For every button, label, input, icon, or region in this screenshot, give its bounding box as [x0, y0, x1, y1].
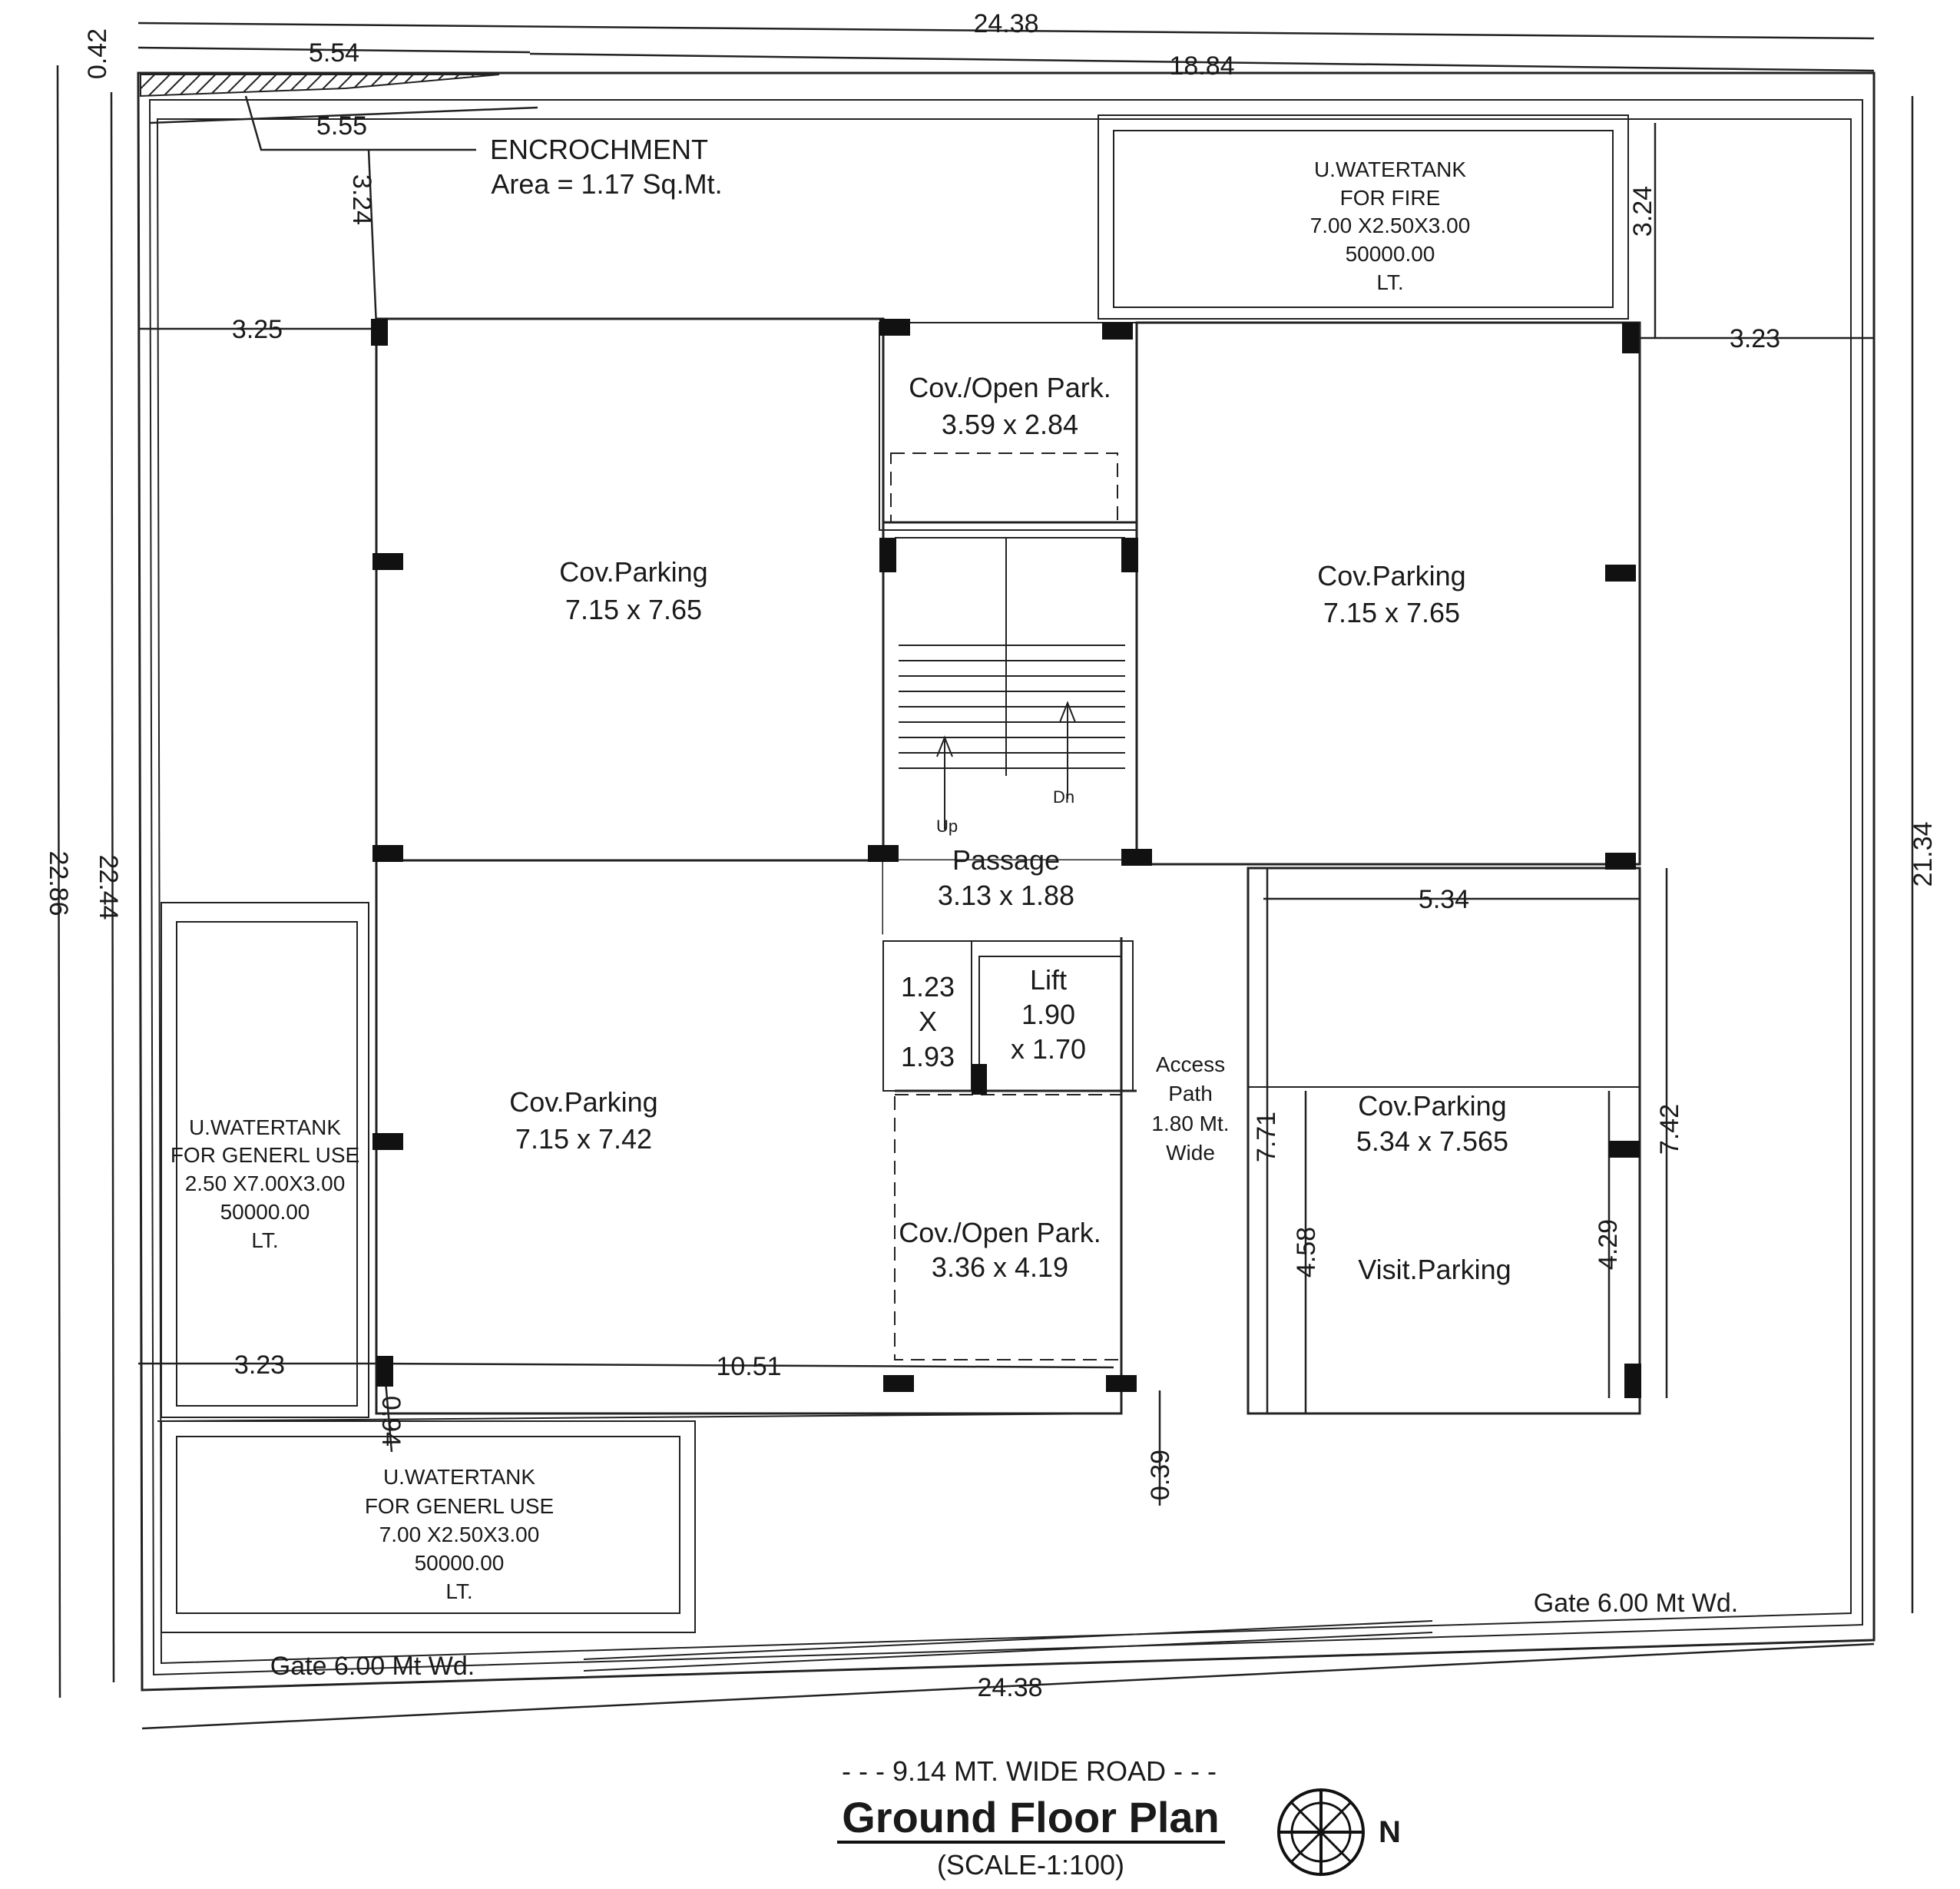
compass-icon	[1277, 1788, 1365, 1876]
gate-right: Gate 6.00 Mt Wd.	[1534, 1589, 1738, 1618]
tank-fire	[1098, 114, 1629, 320]
open-bottom-size: 3.36 x 4.19	[932, 1251, 1068, 1283]
dim-setback-left-bottom: 3.23	[234, 1350, 285, 1380]
open-top-name: Cov./Open Park.	[909, 372, 1111, 403]
drawing-scale: (SCALE-1:100)	[937, 1849, 1124, 1881]
visit-name: Visit.Parking	[1358, 1254, 1511, 1285]
drawing-title: Ground Floor Plan	[842, 1793, 1220, 1841]
stair-dn: Dn	[1053, 787, 1074, 807]
dim-visit-height: 7.42	[1655, 1104, 1684, 1155]
tank-bottom-l4: 50000.00	[415, 1551, 505, 1575]
dim-top-total: 24.38	[973, 9, 1038, 38]
lift-name: Lift	[1030, 964, 1067, 996]
dim-visit-b: 4.29	[1594, 1219, 1623, 1270]
dim-visit-width: 5.34	[1419, 885, 1469, 914]
dim-inner-bottom: 10.51	[716, 1352, 781, 1381]
dim-left-inner: 22.44	[94, 854, 123, 920]
tank-left	[161, 902, 369, 1418]
park-bl-size: 7.15 x 7.42	[515, 1123, 652, 1155]
room-labels: ENCROCHMENT Area = 1.17 Sq.Mt. U.WATERTA…	[171, 134, 1738, 1681]
dimension-lines	[56, 22, 1914, 1730]
bottom-setback	[157, 1413, 1433, 1672]
dim-bottom-total: 24.38	[977, 1673, 1042, 1702]
dim-top-small: 0.42	[83, 28, 112, 79]
tank-bottom-l1: U.WATERTANK	[383, 1465, 535, 1489]
tank-left-l1: U.WATERTANK	[189, 1115, 341, 1139]
tank-fire-l4: 50000.00	[1346, 242, 1435, 266]
park-tl-size: 7.15 x 7.65	[565, 594, 702, 625]
tank-bottom-l2: FOR GENERL USE	[365, 1494, 554, 1518]
duct-l2: X	[919, 1006, 937, 1037]
lift-block	[882, 860, 1137, 1360]
access-l1: Access	[1156, 1052, 1225, 1076]
gate-left: Gate 6.00 Mt Wd.	[270, 1652, 475, 1681]
park-tl-name: Cov.Parking	[559, 556, 707, 588]
passage-size: 3.13 x 1.88	[938, 880, 1074, 911]
park-bl-name: Cov.Parking	[509, 1086, 657, 1118]
dim-setback-top-left: 3.24	[347, 174, 376, 225]
stair-up: Up	[936, 817, 958, 836]
open-bottom-name: Cov./Open Park.	[899, 1217, 1101, 1248]
dim-top-left: 5.54	[309, 38, 359, 68]
dim-visit-a: 4.58	[1292, 1227, 1321, 1278]
north-label: N	[1379, 1815, 1401, 1849]
dimension-labels: 24.38 18.84 5.54 0.42 5.55 3.24 3.24 3.2…	[44, 9, 1938, 1702]
tank-fire-l2: FOR FIRE	[1340, 186, 1441, 210]
tank-bottom	[161, 1420, 696, 1633]
parking-top-left	[375, 317, 885, 862]
park-br-size: 5.34 x 7.565	[1356, 1125, 1508, 1157]
park-tr-name: Cov.Parking	[1317, 560, 1465, 592]
access-l3: 1.80 Mt.	[1151, 1112, 1229, 1135]
duct-l1: 1.23	[901, 971, 955, 1002]
encroachment-area: Area = 1.17 Sq.Mt.	[491, 168, 722, 200]
plot-boundary	[137, 71, 1876, 1692]
dim-right-outer: 21.34	[1909, 821, 1938, 887]
tank-fire-l3: 7.00 X2.50X3.00	[1310, 214, 1471, 237]
dim-bottom-gap: 0.39	[1146, 1450, 1175, 1500]
park-tr-size: 7.15 x 7.65	[1323, 597, 1460, 628]
dim-encroach-width: 5.55	[316, 111, 367, 141]
parking-bottom-left	[375, 859, 1123, 1415]
title-block: - - - 9.14 MT. WIDE ROAD - - - Ground Fl…	[842, 1755, 1401, 1881]
dim-top-right: 18.84	[1169, 51, 1234, 81]
stair-core	[882, 521, 1138, 862]
open-top-size: 3.59 x 2.84	[942, 409, 1078, 440]
dim-setback-left-top: 3.25	[232, 315, 283, 344]
tank-bottom-l3: 7.00 X2.50X3.00	[379, 1523, 540, 1546]
park-br-name: Cov.Parking	[1358, 1090, 1506, 1122]
encroachment-title: ENCROCHMENT	[490, 134, 708, 165]
duct-l3: 1.93	[901, 1041, 955, 1072]
stair-treads	[899, 645, 1125, 769]
tank-left-l4: 50000.00	[220, 1200, 310, 1224]
tank-left-l3: 2.50 X7.00X3.00	[185, 1172, 346, 1195]
lift-l3: x 1.70	[1011, 1033, 1086, 1065]
tank-left-l5: LT.	[251, 1228, 278, 1252]
access-l2: Path	[1168, 1082, 1213, 1105]
access-l4: Wide	[1166, 1141, 1215, 1165]
lift-l2: 1.90	[1021, 999, 1075, 1030]
encroachment-strip	[140, 74, 500, 151]
passage-name: Passage	[952, 844, 1060, 876]
columns	[371, 319, 1641, 1398]
dim-visit-inner-h: 7.71	[1252, 1112, 1281, 1162]
dim-setback-bottom-small: 0.94	[376, 1396, 406, 1447]
tank-fire-l5: LT.	[1376, 270, 1403, 294]
dim-setback-top-right: 3.24	[1628, 186, 1657, 237]
tank-bottom-l5: LT.	[445, 1579, 472, 1603]
parking-top-right	[1135, 321, 1641, 866]
dim-setback-right-top: 3.23	[1730, 324, 1780, 353]
tank-fire-l1: U.WATERTANK	[1314, 157, 1466, 181]
road-label: - - - 9.14 MT. WIDE ROAD - - -	[842, 1755, 1217, 1787]
dim-left-outer: 22.86	[44, 850, 73, 916]
tank-left-l2: FOR GENERL USE	[171, 1143, 359, 1167]
